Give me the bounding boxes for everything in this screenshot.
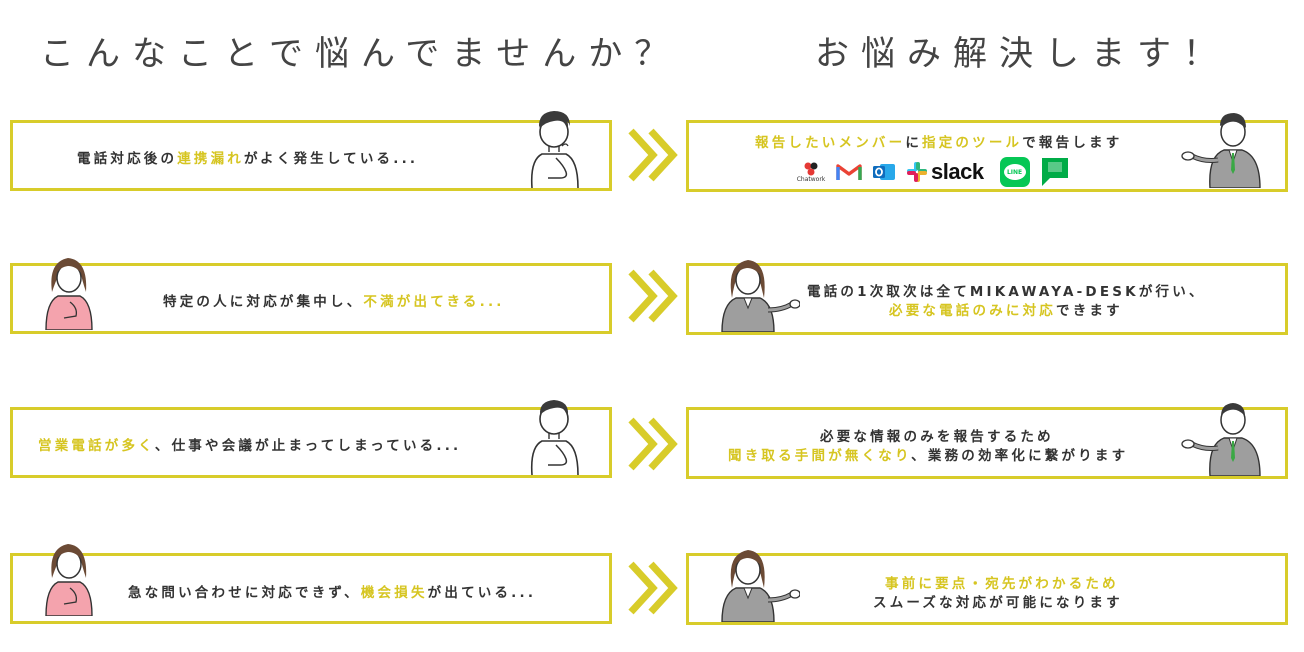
- problem-text-1: 電話対応後の連携漏れがよく発生している...: [77, 151, 419, 167]
- thinking-man-icon: [530, 400, 579, 475]
- chatwork-icon: Chatwork: [796, 162, 826, 183]
- presenting-man-icon: [1181, 403, 1261, 476]
- arrow-right-icon: [628, 561, 678, 615]
- problem-box-3: [10, 407, 612, 478]
- problem-box-2: [10, 263, 612, 334]
- thinking-woman-icon: [45, 544, 93, 616]
- line-icon: LINE: [999, 157, 1030, 187]
- tool-logos: Chatwork slack LINE: [796, 156, 1070, 188]
- solution-text-2-line2: 必要な電話のみに対応できます: [889, 303, 1123, 319]
- solution-text-3-line1: 必要な情報のみを報告するため: [820, 429, 1054, 445]
- problems-heading: こんなことで悩んでませんか？: [40, 34, 681, 74]
- problem-text-3: 営業電話が多く、仕事や会議が止まってしまっている...: [38, 438, 462, 454]
- solution-text-4-line2: スムーズな対応が可能になります: [873, 595, 1123, 611]
- presenting-man-icon: [1181, 113, 1261, 188]
- google-chat-icon: [1041, 158, 1068, 186]
- problem-text-4: 急な問い合わせに対応できず、機会損失が出ている...: [128, 585, 537, 601]
- problem-box-4: [10, 553, 612, 624]
- problem-text-2: 特定の人に対応が集中し、不満が出てきる...: [163, 294, 505, 310]
- thinking-man-icon: [530, 111, 579, 188]
- presenting-woman-icon: [721, 260, 800, 332]
- solution-box-4: [686, 553, 1288, 625]
- problem-box-1: [10, 120, 612, 191]
- solution-text-1: 報告したいメンバーに指定のツールで報告します: [755, 135, 1123, 151]
- arrow-right-icon: [628, 128, 678, 182]
- solution-text-4-line1: 事前に要点・宛先がわかるため: [885, 576, 1119, 592]
- gmail-icon: [836, 164, 862, 180]
- slack-icon: slack: [906, 159, 984, 185]
- thinking-woman-icon: [45, 258, 93, 330]
- solution-text-3-line2: 聞き取る手間が無くなり、業務の効率化に繋がります: [728, 448, 1129, 464]
- solution-box-2: [686, 263, 1288, 335]
- arrow-right-icon: [628, 269, 678, 323]
- outlook-icon: [873, 164, 895, 180]
- solutions-heading: お悩み解決します！: [815, 34, 1229, 74]
- arrow-right-icon: [628, 417, 678, 471]
- presenting-woman-icon: [721, 550, 800, 622]
- solution-text-2-line1: 電話の1次取次は全てMIKAWAYA-DESKが行い、: [807, 284, 1206, 300]
